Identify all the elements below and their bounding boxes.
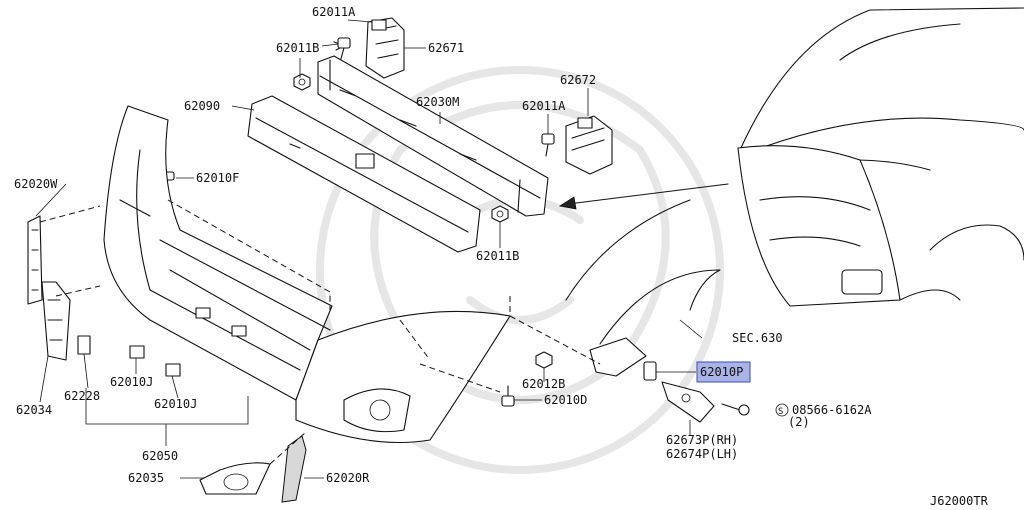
part-62228[interactable] — [77, 335, 91, 355]
leader-lines — [35, 19, 703, 479]
label-62020w[interactable]: 62020W — [14, 177, 58, 191]
label-62228[interactable]: 62228 — [64, 389, 100, 403]
bolt-62011a-mid[interactable] — [541, 133, 555, 157]
vehicle-outline — [737, 7, 1024, 307]
trim-62020r[interactable] — [281, 435, 307, 503]
fender-sec630 — [565, 199, 721, 377]
clip-62010j-b[interactable] — [165, 363, 181, 377]
label-62674p[interactable]: 62674P(LH) — [666, 447, 738, 461]
label-62673p[interactable]: 62673P(RH) — [666, 433, 738, 447]
label-62010j-a[interactable]: 62010J — [110, 375, 153, 389]
label-62010f[interactable]: 62010F — [196, 171, 239, 185]
label-62010p-highlight — [696, 361, 751, 383]
label-08566-qty: (2) — [788, 415, 810, 429]
label-08566[interactable]: 08566-6162A — [792, 403, 872, 417]
diagram-code: J62000TR — [930, 494, 989, 508]
bracket-62672[interactable] — [565, 115, 613, 175]
finisher-62035[interactable] — [199, 462, 271, 495]
label-62020r[interactable]: 62020R — [326, 471, 370, 485]
nut-62012b[interactable] — [535, 351, 553, 369]
label-62672[interactable]: 62672 — [560, 73, 596, 87]
part-labels: 62011A 62671 62011B 62672 62011A 62030M … — [14, 5, 989, 508]
label-sec630[interactable]: SEC.630 — [732, 331, 783, 345]
nut-62011b-bottom[interactable] — [491, 205, 509, 223]
bumper-corner[interactable] — [295, 310, 511, 444]
bracket-62673p[interactable] — [661, 381, 715, 423]
label-62011b-top[interactable]: 62011B — [276, 41, 319, 55]
bolt-62010d[interactable] — [501, 385, 515, 407]
label-62050[interactable]: 62050 — [142, 449, 178, 463]
screw-08566[interactable] — [721, 403, 750, 416]
trim-62020w[interactable] — [27, 215, 43, 305]
label-62034[interactable]: 62034 — [16, 403, 52, 417]
label-62030m[interactable]: 62030M — [416, 95, 459, 109]
label-62090[interactable]: 62090 — [184, 99, 220, 113]
label-62010p[interactable]: 62010P — [700, 365, 743, 379]
label-62671[interactable]: 62671 — [428, 41, 464, 55]
bracket-62671[interactable] — [365, 17, 405, 79]
clip-62010j-a[interactable] — [129, 345, 145, 359]
screw-symbol-letter: S — [778, 407, 783, 417]
label-62035[interactable]: 62035 — [128, 471, 164, 485]
screw-symbol-icon — [775, 403, 789, 417]
bumper-fascia-62050[interactable] — [103, 105, 333, 401]
label-62011b-bottom[interactable]: 62011B — [476, 249, 519, 263]
label-62011a-mid[interactable]: 62011A — [522, 99, 566, 113]
assembly-lines — [39, 199, 601, 465]
label-62012b[interactable]: 62012B — [522, 377, 565, 391]
label-62010d[interactable]: 62010D — [544, 393, 587, 407]
nut-62011b-top[interactable] — [293, 73, 311, 91]
label-62010j-b[interactable]: 62010J — [154, 397, 197, 411]
clip-62010p[interactable] — [643, 361, 657, 381]
bezel-62034[interactable] — [41, 281, 71, 361]
absorber-62090[interactable] — [247, 95, 481, 253]
direction-arrow — [558, 183, 729, 210]
bumper-reinforcement-62030m[interactable] — [317, 55, 549, 217]
label-62011a-top[interactable]: 62011A — [312, 5, 356, 19]
